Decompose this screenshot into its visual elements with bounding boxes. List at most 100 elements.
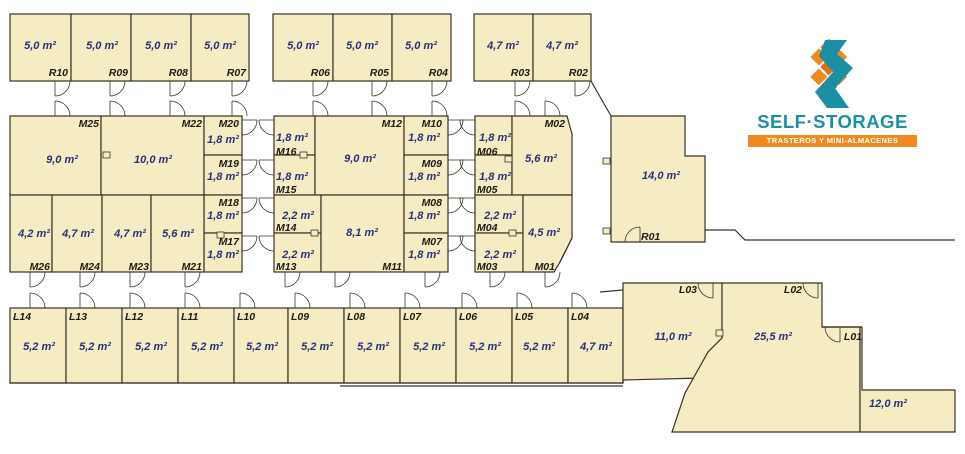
door-swing	[258, 119, 275, 136]
unit-l13-area: 5,2 m²	[79, 341, 111, 353]
unit-m09-area: 1,8 m²	[408, 171, 440, 183]
unit-m14-area: 2,2 m²	[281, 210, 314, 222]
door-swing	[404, 292, 421, 309]
unit-m14-code: M14	[276, 222, 297, 234]
unit-l09-area: 5,2 m²	[301, 341, 333, 353]
unit-m21-shape[interactable]	[150, 194, 205, 273]
door-swing	[824, 326, 841, 343]
unit-r03-area: 4,7 m²	[486, 40, 519, 52]
unit-m20-shape[interactable]	[203, 115, 243, 156]
door-swing	[241, 235, 258, 252]
wall-line	[705, 229, 955, 241]
unit-r04-code: R04	[429, 67, 448, 79]
unit-r10-area: 5,0 m²	[24, 40, 56, 52]
unit-m15-code: M15	[276, 184, 297, 196]
unit-r08-code: R08	[169, 67, 188, 79]
door-swing	[312, 100, 329, 117]
unit-m01-area: 4,5 m²	[527, 227, 560, 239]
unit-l09-code: L09	[291, 311, 309, 323]
unit-m06-code: M06	[477, 146, 498, 158]
unit-m11-code: M11	[382, 261, 402, 273]
unit-r03-shape[interactable]	[473, 13, 534, 82]
door-swing	[231, 100, 248, 117]
unit-l08-area: 5,2 m²	[357, 341, 389, 353]
unit-m15-area: 1,8 m²	[276, 171, 308, 183]
unit-m20-area: 1,8 m²	[207, 134, 239, 146]
unit-l10-area: 5,2 m²	[246, 341, 278, 353]
unit-m17-shape[interactable]	[203, 232, 243, 273]
unit-m08-shape[interactable]	[403, 194, 449, 234]
unit-r10-shape[interactable]	[9, 13, 72, 82]
unit-m16-shape[interactable]	[273, 115, 316, 156]
unit-l08-code: L08	[347, 311, 365, 323]
door-swing	[54, 100, 71, 117]
unit-l02-code: L02	[784, 284, 802, 296]
door-swing	[461, 292, 478, 309]
unit-r02-shape[interactable]	[532, 13, 592, 82]
unit-l07-area: 5,2 m²	[413, 341, 445, 353]
unit-m09-shape[interactable]	[403, 154, 449, 196]
unit-r05-shape[interactable]	[332, 13, 393, 82]
unit-l12-area: 5,2 m²	[135, 341, 167, 353]
unit-m18-area: 1,8 m²	[207, 210, 239, 222]
unit-m13-shape[interactable]	[273, 232, 322, 273]
door-swing	[334, 271, 351, 288]
unit-m03-shape[interactable]	[474, 232, 524, 273]
unit-l13-shape[interactable]	[65, 307, 123, 384]
door-swing	[447, 235, 464, 252]
unit-m11-shape[interactable]	[320, 194, 405, 273]
unit-r06-shape[interactable]	[272, 13, 334, 82]
unit-r05-area: 5,0 m²	[346, 40, 378, 52]
door-swing	[459, 159, 476, 176]
door-swing	[459, 119, 476, 136]
unit-m12-shape[interactable]	[314, 115, 405, 196]
storage-units	[9, 13, 956, 433]
door-swing	[514, 80, 531, 97]
brand-tagline: TRASTEROS Y MINI-ALMACENES	[748, 135, 917, 147]
door-swing	[516, 292, 533, 309]
unit-m11-area: 8,1 m²	[346, 227, 378, 239]
unit-m20-code: M20	[219, 118, 240, 130]
unit-r08-shape[interactable]	[130, 13, 192, 82]
door-swing	[79, 292, 96, 309]
unit-m05-code: M05	[477, 184, 498, 196]
unit-r04-shape[interactable]	[391, 13, 452, 82]
wall-line	[559, 237, 573, 263]
unit-l10-shape[interactable]	[233, 307, 289, 384]
unit-r02-code: R02	[569, 67, 588, 79]
unit-r09-shape[interactable]	[70, 13, 132, 82]
column-block	[715, 329, 724, 337]
door-swing	[312, 80, 329, 97]
unit-l14-shape[interactable]	[9, 307, 67, 384]
door-swing	[29, 292, 46, 309]
unit-m24-shape[interactable]	[51, 194, 103, 273]
unit-l02-shape[interactable]	[671, 282, 861, 433]
unit-m07-shape[interactable]	[403, 232, 449, 273]
unit-l09-shape[interactable]	[287, 307, 345, 384]
door-swing	[109, 80, 126, 97]
unit-m21-area: 5,6 m²	[162, 228, 194, 240]
unit-l01-shape[interactable]	[822, 326, 956, 433]
door-swing	[431, 80, 448, 97]
corridor-walls	[10, 80, 955, 387]
unit-m22-code: M22	[182, 118, 203, 130]
unit-l06-code: L06	[459, 311, 477, 323]
unit-m02-shape[interactable]	[511, 115, 573, 196]
unit-m04-shape[interactable]	[474, 194, 524, 234]
unit-m13-code: M13	[276, 261, 297, 273]
unit-r03-code: R03	[511, 67, 530, 79]
door-swing	[447, 159, 464, 176]
door-swing	[79, 271, 96, 288]
unit-m17-area: 1,8 m²	[207, 249, 239, 261]
unit-m23-shape[interactable]	[101, 194, 152, 273]
unit-l08-shape[interactable]	[343, 307, 401, 384]
unit-r07-shape[interactable]	[190, 13, 250, 82]
unit-l04-shape[interactable]	[567, 307, 624, 384]
unit-m17-code: M17	[219, 236, 241, 248]
unit-l05-shape[interactable]	[511, 307, 569, 384]
door-swing	[431, 100, 448, 117]
unit-l06-area: 5,2 m²	[469, 341, 501, 353]
unit-m12-code: M12	[382, 118, 403, 130]
unit-r01-shape[interactable]	[610, 115, 706, 243]
door-arcs	[29, 80, 841, 343]
